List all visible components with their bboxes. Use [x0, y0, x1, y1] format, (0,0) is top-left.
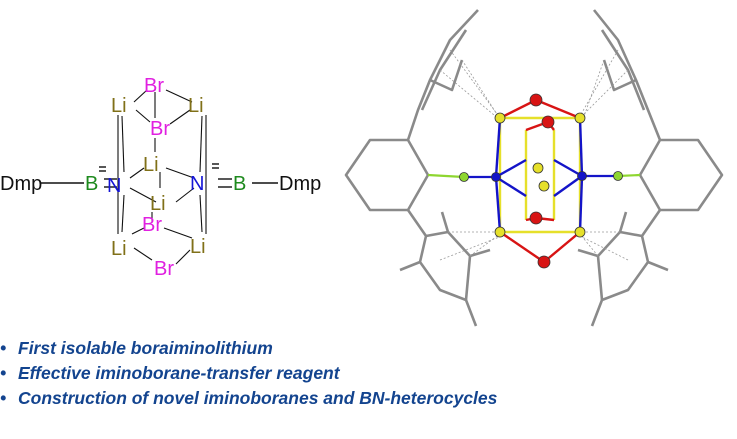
bond-n-li-mid-r — [165, 167, 195, 179]
lithium-label-center-top: Li — [143, 154, 159, 176]
bullet-marker: • — [0, 388, 7, 408]
aryl-ring-left — [344, 138, 430, 212]
bond-li-br-top-l — [133, 89, 148, 103]
flank-upper-left — [406, 9, 479, 141]
bond-br2-li-top — [169, 109, 191, 125]
highlight-item: • First isolable boraiminolithium — [0, 336, 497, 361]
br-atom — [541, 115, 555, 129]
lithium-label-top-right: Li — [188, 95, 204, 117]
flank-lower-left-2 — [425, 230, 472, 301]
highlight-text: First isolable boraiminolithium — [18, 338, 273, 358]
aryl-ring-right — [638, 138, 724, 212]
li-atom — [494, 112, 506, 124]
flank-lower-right-3 — [577, 211, 669, 272]
bromine-label-top1: Br — [144, 75, 164, 97]
cage-bonds — [494, 98, 584, 263]
bond-n-li-mid-r2 — [175, 187, 195, 203]
lithium-label-bottom-right: Li — [190, 236, 206, 258]
bond-n-li-mid-l — [129, 167, 145, 179]
li-atom — [574, 112, 586, 124]
highlight-item: • Construction of novel iminoboranes and … — [0, 386, 497, 411]
bond-br-li-bot-r — [163, 227, 193, 239]
flank-lower-right-2 — [596, 230, 643, 301]
bond-n-li-top-l — [121, 115, 125, 173]
br-atom — [529, 93, 543, 107]
flank-upper-left-3 — [429, 59, 464, 92]
structure-bonds — [40, 89, 278, 265]
bullet-marker: • — [0, 338, 7, 358]
bond-li-br2-bot — [133, 247, 153, 261]
dmp-label-left: Dmp — [0, 173, 42, 195]
highlight-item: • Effective iminoborane-transfer reagent — [0, 361, 497, 386]
li-atom — [494, 226, 506, 238]
nitrogen-label-left: N — [107, 175, 121, 197]
chemical-structure-drawing: Dmp B N N B Dmp Br Li Li Br Li Li Br Li … — [0, 60, 340, 300]
crystal-structure-image — [330, 0, 737, 335]
boron-label-left: B — [85, 173, 98, 195]
highlights-list: • First isolable boraiminolithium • Effect… — [0, 336, 497, 411]
flank-lower-left-3 — [399, 211, 491, 272]
bond-n-li-top-r — [199, 115, 203, 173]
bromine-label-bottom1: Br — [142, 214, 162, 236]
bond-br-li-top-r — [165, 89, 193, 103]
lithium-label-top-left: Li — [111, 95, 127, 117]
crystal-svg — [344, 9, 724, 327]
bond-br2-li-bot — [175, 249, 191, 265]
li-atom — [538, 180, 550, 192]
n-atom — [491, 172, 501, 182]
n-atom — [577, 171, 587, 181]
lithium-label-center-bottom: Li — [150, 193, 166, 215]
li-contact-lines — [439, 49, 629, 261]
flank-upper-right-3 — [602, 59, 637, 92]
bond-n-li-bot-l — [121, 194, 125, 233]
dmp-label-right: Dmp — [279, 173, 321, 195]
lithium-label-bottom-left: Li — [111, 238, 127, 260]
bond-n-li-mid-l2 — [129, 187, 157, 203]
bullet-marker: • — [0, 363, 7, 383]
highlight-text: Construction of novel iminoboranes and B… — [18, 388, 498, 408]
flank-lower-left — [406, 209, 478, 327]
li-atom — [574, 226, 586, 238]
flank-lower-right — [590, 209, 662, 327]
bond-li-br2-top — [135, 109, 151, 123]
bromine-label-bottom2: Br — [154, 258, 174, 280]
structure-atoms: Dmp B N N B Dmp Br Li Li Br Li Li Br Li … — [0, 75, 321, 280]
li-atom — [532, 162, 544, 174]
br-atom — [537, 255, 551, 269]
cage-atoms — [459, 93, 623, 269]
b-atom — [613, 171, 623, 181]
nitrogen-label-right: N — [190, 173, 204, 195]
boron-label-right: B — [233, 173, 246, 195]
bond-li-br-bot-l — [131, 227, 145, 235]
bond-n-li-bot-r — [199, 194, 203, 233]
structure-svg: Dmp B N N B Dmp Br Li Li Br Li Li Br Li … — [0, 75, 321, 280]
highlight-text: Effective iminoborane-transfer reagent — [18, 363, 340, 383]
bromine-label-top2: Br — [150, 118, 170, 140]
br-atom — [529, 211, 543, 225]
b-atom — [459, 172, 469, 182]
